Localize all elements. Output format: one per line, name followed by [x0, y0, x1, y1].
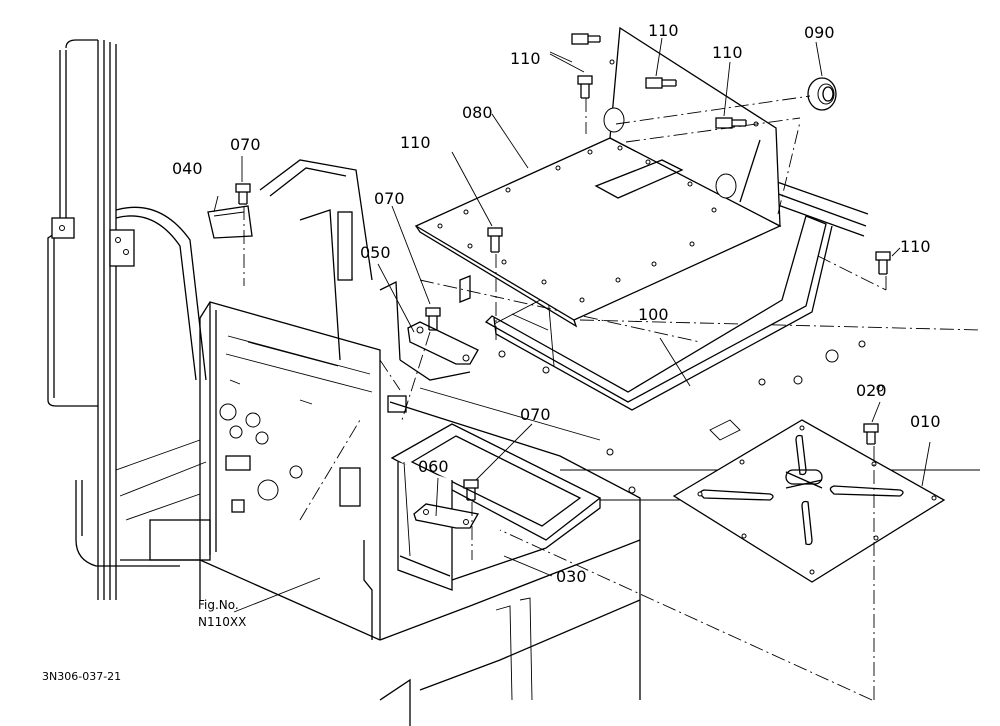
leader-lines [213, 37, 931, 701]
bolt-110-mid [645, 77, 677, 89]
cab-frame [47, 39, 211, 600]
bolt-020 [863, 423, 879, 445]
bolt-070b [425, 307, 441, 331]
label-110-b: 110 [648, 21, 679, 40]
drawing-code: 3N306-037-21 [42, 670, 121, 683]
console-panel [199, 301, 401, 641]
label-070-mid: 070 [374, 189, 405, 208]
figure-reference: Fig.No. N110XX [198, 598, 246, 629]
bolt-110-far [875, 251, 891, 275]
label-010: 010 [910, 412, 941, 431]
bolt-110-top [571, 33, 601, 99]
plate-060 [413, 503, 480, 529]
label-110-e: 110 [900, 237, 931, 256]
label-100: 100 [638, 305, 669, 324]
gasket-030 [390, 423, 602, 591]
plate-080 [414, 26, 782, 328]
bolt-070c [463, 479, 479, 501]
label-070-top: 070 [230, 135, 261, 154]
label-030: 030 [556, 567, 587, 586]
label-090: 090 [804, 23, 835, 42]
figure-ref-line2: N110XX [198, 615, 246, 629]
label-080: 080 [462, 103, 493, 122]
grommet-090 [807, 77, 837, 111]
bolt-110-right [715, 117, 747, 129]
label-110-a: 110 [510, 49, 541, 68]
label-020: 020 [856, 381, 887, 400]
plate-050 [407, 321, 479, 365]
label-070-low: 070 [520, 405, 551, 424]
bolt-110-left [487, 227, 503, 253]
label-050: 050 [360, 243, 391, 262]
plate-040 [207, 205, 253, 239]
bolt-070a [235, 183, 251, 205]
label-040: 040 [172, 159, 203, 178]
figure-ref-line1: Fig.No. [198, 598, 239, 612]
part-labels: 010 020 030 040 050 060 070 070 070 080 … [172, 21, 941, 586]
label-110-d: 110 [400, 133, 431, 152]
label-060: 060 [418, 457, 449, 476]
floor-platform [379, 340, 980, 726]
cover-plate-010 [672, 419, 946, 583]
label-110-c: 110 [712, 43, 743, 62]
